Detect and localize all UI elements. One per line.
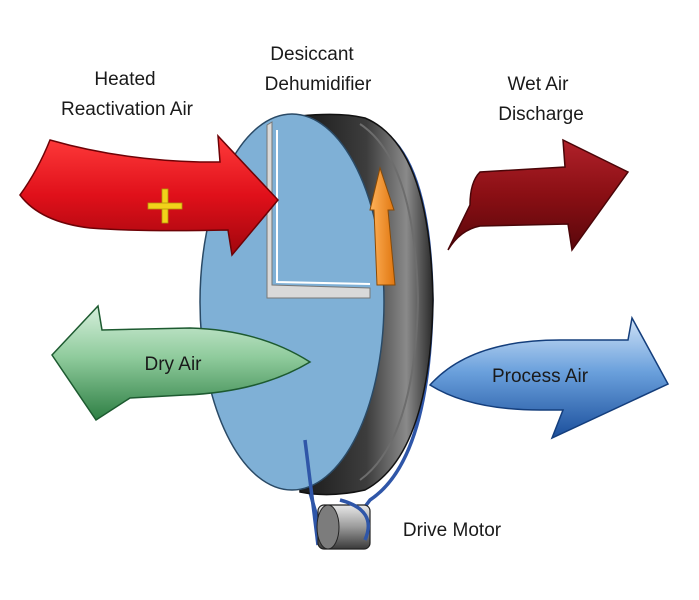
heated-label-line1: Heated (94, 69, 155, 90)
drive-motor (303, 439, 371, 550)
wet-label-line1: Wet Air (508, 74, 570, 95)
process-air-label: Process Air (492, 366, 589, 387)
title-line2: Dehumidifier (265, 74, 372, 95)
process-air-arrow (428, 315, 670, 440)
heated-label-line2: Reactivation Air (61, 99, 194, 120)
dry-air-arrow (51, 304, 312, 422)
drive-motor-label: Drive Motor (403, 520, 502, 541)
dry-air-label: Dry Air (145, 354, 203, 375)
wet-label-line2: Discharge (498, 104, 584, 125)
rotation-arrow-icon (369, 166, 396, 286)
title-line1: Desiccant (270, 44, 354, 65)
desiccant-wheel (199, 113, 434, 496)
plus-icon (147, 188, 183, 224)
wet-air-arrow (447, 138, 630, 252)
heated-air-arrow (19, 133, 280, 257)
